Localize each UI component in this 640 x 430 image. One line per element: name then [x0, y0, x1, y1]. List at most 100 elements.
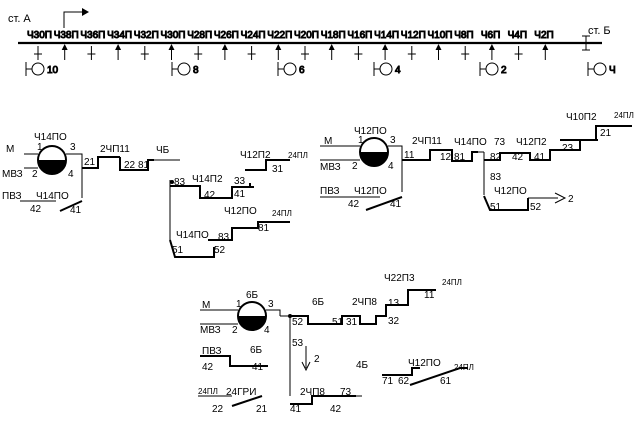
pin-81: 81: [454, 152, 466, 163]
pin-53: 53: [292, 338, 304, 349]
track-lamp: 10: [25, 62, 59, 77]
label-ch14po: Ч14ПО: [454, 137, 487, 148]
input-mvz: МВЗ: [200, 325, 221, 336]
pin-62: 62: [398, 376, 410, 387]
lamp-label: Ч: [609, 65, 616, 76]
signal-label: Ч20П: [294, 30, 319, 41]
track-lamps: 10 8 6 4 2 Ч: [25, 62, 616, 77]
track-lamp: 8: [171, 62, 200, 77]
label-2ch-p8: 2ЧП8: [300, 387, 325, 398]
station-b-end-marker: [582, 35, 590, 51]
signal-label: Ч8П: [454, 30, 473, 41]
track-signal: Ч38П: [53, 30, 79, 60]
input-pvz: ПВЗ: [2, 191, 22, 202]
label-ch12po: Ч12ПО: [494, 186, 527, 197]
signal-label: Ч6П: [481, 30, 500, 41]
pin-71: 71: [382, 376, 394, 387]
label-ch12p2: Ч12П2: [240, 150, 271, 161]
signal-label: Ч28П: [187, 30, 212, 41]
pin-3: 3: [268, 299, 274, 310]
track-signal: Ч18П: [320, 30, 346, 60]
label-ch12po: Ч12ПО: [408, 358, 441, 369]
track-lamp: 4: [373, 62, 402, 77]
input-mvz: МВЗ: [2, 169, 23, 180]
pin-41: 41: [234, 189, 246, 200]
track-lamp: 6: [277, 62, 306, 77]
track-signal: Ч20П: [294, 30, 319, 60]
pin-12: 12: [440, 152, 452, 163]
signal-label: Ч24П: [241, 30, 266, 41]
pin-4: 4: [68, 169, 74, 180]
lamp-label: 6: [299, 65, 305, 76]
label-24pl: 24ПЛ: [272, 209, 292, 218]
start-arrow: [63, 8, 89, 28]
track-signal: Ч16П: [347, 30, 373, 60]
out3-wire: [66, 153, 83, 168]
pin-83: 83: [174, 177, 186, 188]
pvz-device: Ч14ПО: [36, 191, 69, 202]
pin-73: 73: [340, 387, 352, 398]
pin-52: 52: [530, 202, 542, 213]
pin-83: 83: [490, 172, 502, 183]
pin-11: 11: [404, 150, 415, 161]
pin-73: 73: [494, 137, 506, 148]
track-signal: Ч4П: [507, 30, 528, 60]
input-pvz: ПВЗ: [320, 186, 340, 197]
track-lamp: Ч: [587, 62, 616, 77]
pin-42: 42: [30, 204, 42, 215]
track-signal: Ч36П: [80, 30, 106, 60]
signal-label: Ч30П: [161, 30, 186, 41]
contact-83-81: [208, 221, 290, 241]
pin-4: 4: [264, 325, 270, 336]
signal-label: Ч38П: [54, 30, 79, 41]
lamp-label: 2: [501, 65, 507, 76]
label-6b: 6Б: [250, 345, 263, 356]
lamp-label: 8: [193, 65, 199, 76]
pin-81: 81: [258, 223, 270, 234]
pin-51: 51: [332, 317, 344, 328]
label-ch14po: Ч14ПО: [176, 230, 209, 241]
pvz-device: Ч12ПО: [354, 186, 387, 197]
contact-21: [82, 156, 120, 169]
station-b-label: ст. Б: [588, 25, 611, 37]
lamp-label: 4: [395, 65, 401, 76]
pin-42: 42: [202, 362, 214, 373]
pin-2: 2: [32, 169, 38, 180]
pin-3: 3: [70, 142, 76, 153]
pin-41: 41: [252, 362, 264, 373]
track-signal: Ч26П: [213, 30, 239, 60]
label-ch12po: Ч12ПО: [224, 206, 257, 217]
label-ch14p2: Ч14П2: [192, 174, 223, 185]
block-element: [359, 137, 389, 167]
track-signal: Ч34П: [107, 30, 133, 60]
track-signal: Ч12П: [400, 30, 426, 60]
label-24pl: 24ПЛ: [198, 387, 218, 396]
pin-41: 41: [390, 199, 402, 210]
label-24pl: 24ПЛ: [454, 363, 474, 372]
block-element: [37, 145, 67, 175]
label-24pl: 24ПЛ: [442, 278, 462, 287]
lamp-label: 10: [47, 65, 59, 76]
signal-label: Ч34П: [107, 30, 132, 41]
signal-label: Ч2П: [534, 30, 553, 41]
block-name: Ч12ПО: [354, 126, 387, 137]
contact-22-81: [119, 157, 154, 171]
block-name: 6Б: [246, 290, 259, 301]
label-6b: 6Б: [312, 297, 325, 308]
signal-label: Ч32П: [134, 30, 159, 41]
diagram-3: [198, 289, 468, 407]
label-24gri: 24ГРИ: [226, 387, 256, 398]
signal-label: Ч22П: [267, 30, 292, 41]
label-2ch-p11: 2ЧП11: [412, 136, 442, 147]
pin-1: 1: [37, 142, 43, 153]
input-m: М: [324, 136, 332, 147]
pin-51: 51: [172, 245, 184, 256]
track-signal: Ч24П: [240, 30, 266, 60]
pin-22: 22: [124, 160, 136, 171]
track-signal: Ч10П: [427, 30, 453, 60]
pin-23: 23: [562, 143, 574, 154]
pin-41: 41: [290, 404, 302, 415]
contact-41: [59, 200, 83, 212]
